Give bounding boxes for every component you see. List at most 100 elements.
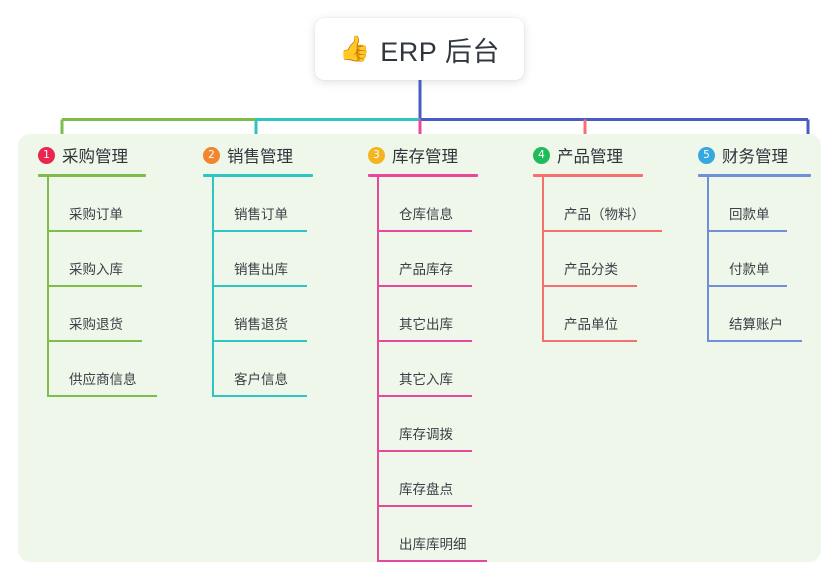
thumbs-up-icon: 👍 [339, 34, 371, 63]
leaf-item[interactable]: 其它出库 [377, 287, 518, 342]
leaf-label: 库存调拨 [399, 427, 453, 442]
leaf-underline [707, 230, 787, 232]
root-title: ERP 后台 [380, 36, 500, 67]
leaf-item[interactable]: 供应商信息 [47, 342, 188, 397]
branch-leaf-list: 产品（物料） 产品分类产品单位 [533, 177, 683, 342]
leaf-label: 产品分类 [564, 262, 618, 277]
leaf-spine [542, 232, 544, 287]
leaf-underline [377, 230, 472, 232]
leaf-item[interactable]: 产品单位 [542, 287, 683, 342]
leaf-spine [47, 342, 49, 397]
leaf-underline [707, 340, 802, 342]
leaf-underline [542, 340, 637, 342]
leaf-item[interactable]: 采购订单 [47, 177, 188, 232]
leaf-underline [377, 395, 472, 397]
leaf-item[interactable]: 回款单 [707, 177, 839, 232]
leaf-spine [707, 232, 709, 287]
leaf-spine [707, 177, 709, 232]
root-node[interactable]: 👍 ERP 后台 [315, 18, 524, 80]
leaf-item[interactable]: 出库库明细 [377, 507, 518, 562]
leaf-label: 采购订单 [69, 207, 123, 222]
leaf-label: 供应商信息 [69, 372, 137, 387]
branch-title: 库存管理 [392, 148, 458, 166]
leaf-label: 销售出库 [234, 262, 288, 277]
branch-header-1[interactable]: 1 采购管理 [38, 142, 188, 168]
leaf-spine [212, 342, 214, 397]
branch-underline [533, 174, 643, 177]
branch-panel [18, 134, 821, 562]
leaf-spine [47, 287, 49, 342]
leaf-underline [377, 285, 472, 287]
leaf-item[interactable]: 销售退货 [212, 287, 353, 342]
branch-index-badge: 4 [533, 146, 550, 164]
branch-index-badge: 3 [368, 146, 385, 164]
leaf-item[interactable]: 其它入库 [377, 342, 518, 397]
leaf-spine [707, 287, 709, 342]
leaf-item[interactable]: 库存盘点 [377, 452, 518, 507]
leaf-item[interactable]: 付款单 [707, 232, 839, 287]
branch-leaf-list: 回款单付款单结算账户 [698, 177, 839, 342]
leaf-underline [47, 230, 142, 232]
branch-leaf-list: 销售订单销售出库销售退货客户信息 [203, 177, 353, 397]
leaf-underline [377, 450, 472, 452]
branch-title: 财务管理 [722, 148, 788, 166]
branch-column-3: 3 库存管理仓库信息产品库存其它出库其它入库库存调拨库存盘点出库库明细 [368, 142, 518, 562]
leaf-label: 产品单位 [564, 317, 618, 332]
branch-index-badge: 2 [203, 146, 220, 164]
leaf-label: 销售退货 [234, 317, 288, 332]
leaf-label: 出库库明细 [399, 537, 467, 552]
leaf-underline [212, 395, 307, 397]
leaf-underline [47, 395, 157, 397]
leaf-underline [47, 340, 142, 342]
branch-underline [698, 174, 811, 177]
leaf-label: 结算账户 [729, 317, 783, 332]
leaf-item[interactable]: 采购退货 [47, 287, 188, 342]
branch-column-1: 1 采购管理采购订单采购入库采购退货供应商信息 [38, 142, 188, 397]
leaf-label: 库存盘点 [399, 482, 453, 497]
leaf-label: 其它出库 [399, 317, 453, 332]
leaf-spine [542, 287, 544, 342]
branch-underline [203, 174, 313, 177]
leaf-label: 销售订单 [234, 207, 288, 222]
leaf-item[interactable]: 仓库信息 [377, 177, 518, 232]
leaf-item[interactable]: 销售订单 [212, 177, 353, 232]
branch-underline [38, 174, 146, 177]
leaf-item[interactable]: 销售出库 [212, 232, 353, 287]
leaf-item[interactable]: 库存调拨 [377, 397, 518, 452]
branch-index-badge: 1 [38, 146, 55, 164]
leaf-label: 客户信息 [234, 372, 288, 387]
leaf-spine [377, 452, 379, 507]
leaf-spine [377, 287, 379, 342]
leaf-spine [377, 507, 379, 562]
leaf-underline [707, 285, 787, 287]
leaf-underline [377, 340, 472, 342]
leaf-underline [377, 505, 472, 507]
leaf-spine [212, 287, 214, 342]
leaf-underline [542, 230, 662, 232]
leaf-item[interactable]: 产品（物料） [542, 177, 683, 232]
leaf-label: 采购入库 [69, 262, 123, 277]
leaf-spine [377, 232, 379, 287]
leaf-item[interactable]: 采购入库 [47, 232, 188, 287]
branch-header-3[interactable]: 3 库存管理 [368, 142, 518, 168]
leaf-underline [377, 560, 487, 562]
leaf-spine [212, 177, 214, 232]
leaf-label: 回款单 [729, 207, 770, 222]
leaf-underline [47, 285, 142, 287]
leaf-spine [377, 397, 379, 452]
leaf-underline [212, 340, 307, 342]
leaf-item[interactable]: 产品库存 [377, 232, 518, 287]
leaf-item[interactable]: 产品分类 [542, 232, 683, 287]
leaf-item[interactable]: 客户信息 [212, 342, 353, 397]
leaf-label: 仓库信息 [399, 207, 453, 222]
leaf-spine [47, 177, 49, 232]
branch-title: 采购管理 [62, 148, 128, 166]
leaf-item[interactable]: 结算账户 [707, 287, 839, 342]
leaf-spine [47, 232, 49, 287]
leaf-spine [542, 177, 544, 232]
